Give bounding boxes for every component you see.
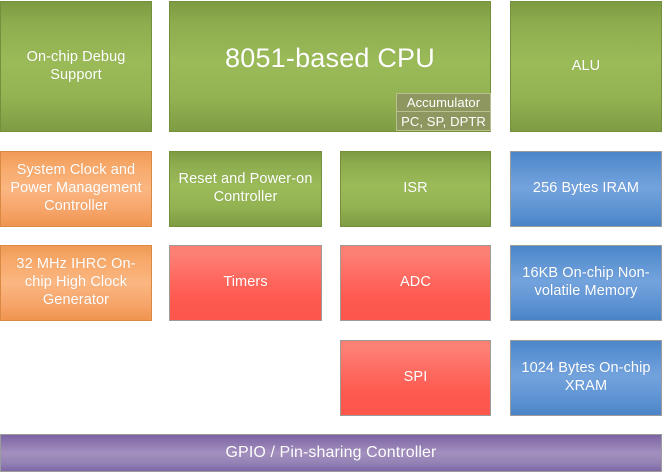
block-label-alu: ALU xyxy=(571,57,601,74)
block-label-system-clock-power-management-controller: System Clock and Power Management Contro… xyxy=(10,162,142,214)
block-reset-and-power-on-controller[interactable]: Reset and Power-on Controller xyxy=(169,151,322,227)
block-label-timers: Timers xyxy=(223,274,268,291)
block-adc[interactable]: ADC xyxy=(340,245,491,321)
block-1024-bytes-on-chip-xram[interactable]: 1024 Bytes On-chip XRAM xyxy=(510,340,662,416)
register-label-accumulator: Accumulator xyxy=(406,95,481,110)
block-label-gpio-pin-sharing-controller: GPIO / Pin-sharing Controller xyxy=(225,444,437,462)
block-label-isr: ISR xyxy=(403,180,428,197)
block-timers[interactable]: Timers xyxy=(169,245,322,321)
register-box-pc-sp-dptr[interactable]: PC, SP, DPTR xyxy=(396,112,491,131)
block-label-1024-bytes-on-chip-xram: 1024 Bytes On-chip XRAM xyxy=(521,360,651,394)
block-label-256-bytes-iram: 256 Bytes IRAM xyxy=(532,180,640,197)
block-label-adc: ADC xyxy=(400,274,431,291)
block-label-16kb-on-chip-non-volatile-memory: 16KB On-chip Non-volatile Memory xyxy=(522,265,650,299)
block-isr[interactable]: ISR xyxy=(340,151,491,227)
block-label-8051-based-cpu: 8051-based CPU xyxy=(225,43,435,73)
block-spi[interactable]: SPI xyxy=(340,340,491,416)
block-on-chip-debug-support[interactable]: On-chip Debug Support xyxy=(0,1,152,132)
block-16kb-on-chip-non-volatile-memory[interactable]: 16KB On-chip Non-volatile Memory xyxy=(510,245,662,321)
block-256-bytes-iram[interactable]: 256 Bytes IRAM xyxy=(510,151,662,227)
cpu-title-wrap: 8051-based CPU xyxy=(170,42,490,75)
block-label-spi: SPI xyxy=(403,369,428,386)
block-label-32mhz-ihrc-high-clock-generator: 32 MHz IHRC On-chip High Clock Generator xyxy=(16,256,136,308)
block-system-clock-power-management-controller[interactable]: System Clock and Power Management Contro… xyxy=(0,151,152,227)
block-gpio-pin-sharing-controller[interactable]: GPIO / Pin-sharing Controller xyxy=(0,434,662,472)
block-label-reset-and-power-on-controller: Reset and Power-on Controller xyxy=(178,171,313,205)
register-box-accumulator[interactable]: Accumulator xyxy=(396,93,491,112)
block-alu[interactable]: ALU xyxy=(510,1,662,132)
register-label-pc-sp-dptr: PC, SP, DPTR xyxy=(401,113,486,129)
block-8051-based-cpu[interactable]: 8051-based CPU xyxy=(169,1,491,132)
block-32mhz-ihrc-high-clock-generator[interactable]: 32 MHz IHRC On-chip High Clock Generator xyxy=(0,245,152,321)
block-label-on-chip-debug-support: On-chip Debug Support xyxy=(26,48,126,83)
